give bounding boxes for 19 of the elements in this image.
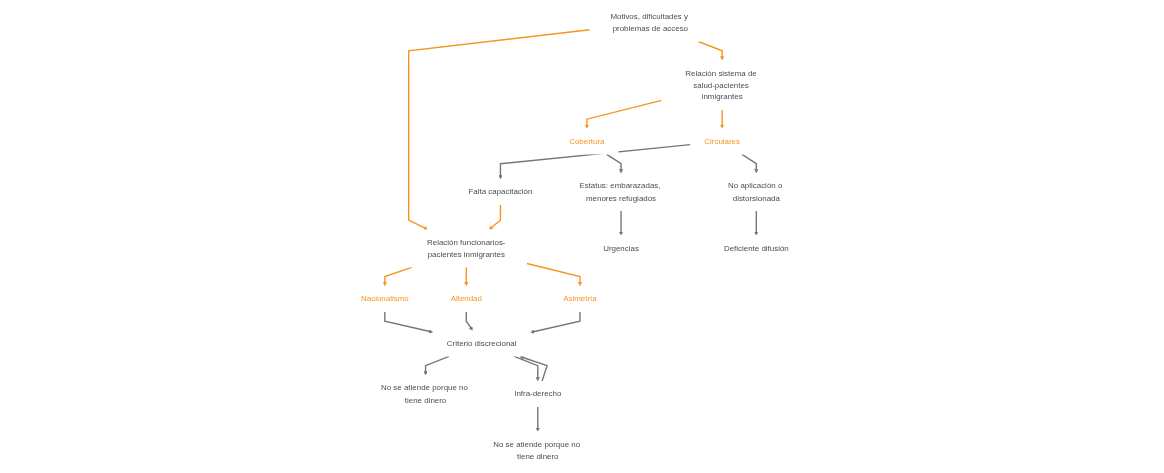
arrow bbox=[465, 311, 473, 331]
arrow bbox=[526, 262, 582, 287]
arrow bbox=[720, 109, 725, 129]
arrow bbox=[535, 406, 540, 432]
arrow bbox=[407, 29, 591, 230]
arrow bbox=[382, 266, 413, 287]
arrow bbox=[488, 204, 502, 230]
arrow bbox=[697, 40, 725, 61]
arrow bbox=[754, 210, 759, 236]
arrow bbox=[530, 311, 581, 334]
arrow bbox=[513, 355, 540, 382]
arrow bbox=[423, 355, 450, 376]
arrow bbox=[498, 143, 691, 180]
arrow bbox=[519, 355, 548, 382]
arrow bbox=[619, 210, 624, 236]
arrow bbox=[606, 153, 624, 174]
arrow bbox=[384, 311, 434, 334]
arrow bbox=[584, 99, 663, 129]
arrow bbox=[741, 153, 759, 174]
